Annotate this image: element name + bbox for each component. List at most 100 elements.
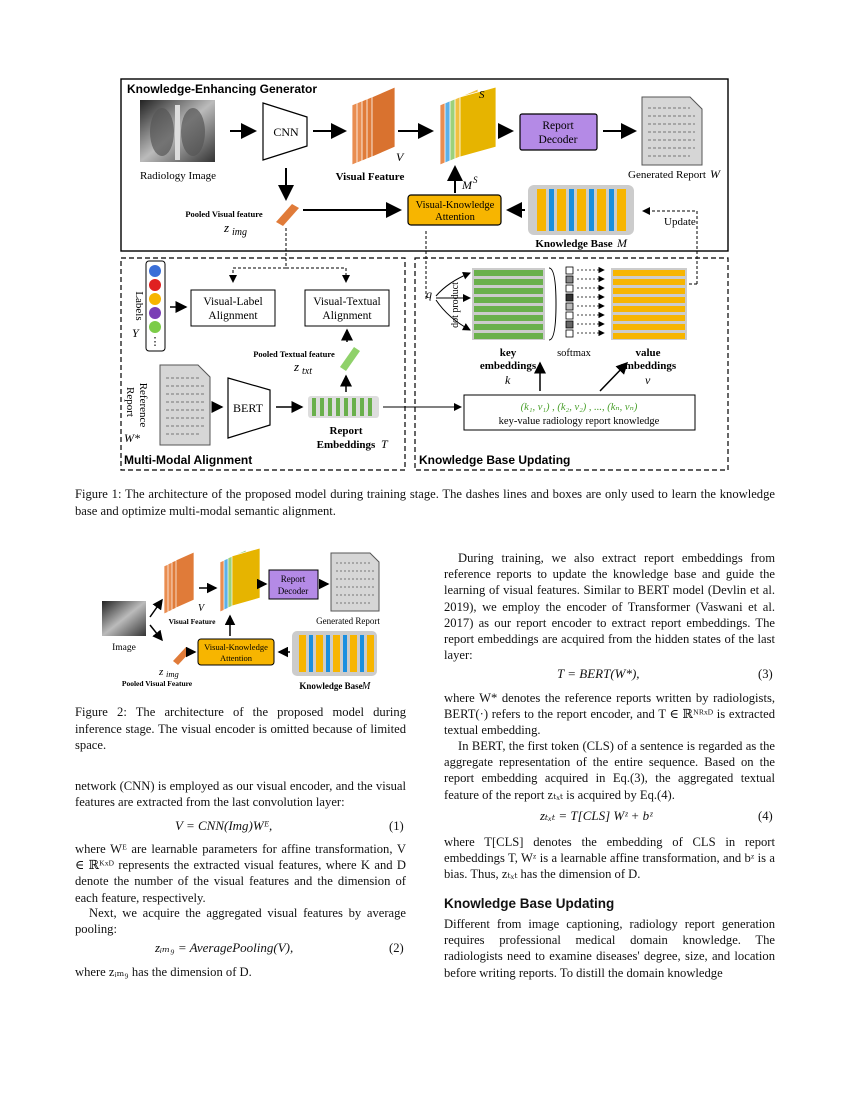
- svg-text:embeddings: embeddings: [480, 360, 537, 372]
- generated-report-doc: [641, 96, 703, 166]
- right-para-1: During training, we also extract report …: [444, 551, 775, 663]
- reference-report-doc: [159, 364, 211, 446]
- svg-text:img: img: [166, 669, 179, 679]
- svg-text:Pooled Visual feature: Pooled Visual feature: [185, 209, 263, 219]
- svg-text:softmax: softmax: [557, 348, 592, 359]
- svg-text:z: z: [293, 359, 299, 374]
- key-embeddings: [472, 268, 545, 340]
- left-para-3: Next, we acquire the aggregated visual f…: [75, 906, 406, 937]
- cnn-block: [262, 102, 308, 161]
- svg-text:Visual-Textual: Visual-Textual: [313, 296, 380, 308]
- value-embeddings: [611, 268, 687, 340]
- equation-2-number: (2): [389, 941, 404, 955]
- right-para-5: Different from image captioning, radiolo…: [444, 917, 775, 980]
- inference-pooled-visual: [173, 647, 191, 665]
- figure-2: Image V Visual Feature Report Decoder Ge…: [102, 547, 380, 692]
- svg-text:Visual-Label: Visual-Label: [203, 296, 262, 308]
- figure-2-caption: Figure 2: The architecture of the propos…: [75, 705, 406, 752]
- equation-3: T = BERT(W*),: [557, 666, 640, 681]
- svg-text:Labels: Labels: [133, 291, 145, 320]
- svg-text:Y: Y: [132, 326, 140, 340]
- equation-3-number: (3): [758, 667, 773, 681]
- svg-text:Update: Update: [664, 216, 696, 228]
- right-para-2: where W* denotes the reference reports w…: [444, 691, 775, 738]
- svg-text:Report: Report: [281, 574, 306, 584]
- svg-text:txt: txt: [302, 366, 312, 377]
- softmax-weights: [565, 266, 574, 338]
- equation-4-number: (4): [758, 809, 773, 823]
- svg-text:Attention: Attention: [220, 653, 253, 663]
- svg-text:Knowledge Base Updating: Knowledge Base Updating: [419, 453, 570, 467]
- equation-2: zᵢₘ₉ = AveragePooling(V),: [155, 940, 294, 955]
- svg-text:V: V: [396, 150, 405, 164]
- svg-text:k: k: [505, 373, 511, 387]
- panel-knowledge-generator: [120, 78, 729, 252]
- svg-text:W: W: [710, 167, 721, 181]
- left-para-1: network (CNN) is employed as our visual …: [75, 779, 406, 810]
- svg-text:S: S: [479, 89, 485, 101]
- left-para-2: where Wᴱ are learnable parameters for af…: [75, 842, 406, 905]
- svg-text:img: img: [232, 227, 247, 238]
- svg-text:q: q: [426, 287, 432, 301]
- svg-text:Visual-Knowledge: Visual-Knowledge: [416, 200, 495, 211]
- figure-1: Knowledge-Enhancing Generator Radiology …: [120, 78, 729, 471]
- svg-text:Pooled Visual Feature: Pooled Visual Feature: [122, 679, 193, 688]
- svg-text:W*: W*: [124, 431, 140, 445]
- visual-label-alignment: [190, 289, 276, 327]
- report-embeddings: [308, 396, 379, 418]
- svg-text:⋮: ⋮: [150, 336, 161, 348]
- bert-block: [227, 377, 271, 439]
- svg-text:embeddings: embeddings: [620, 360, 677, 372]
- pooled-textual-feature: [340, 347, 360, 371]
- visual-textual-alignment: [304, 289, 390, 327]
- svg-text:key: key: [500, 347, 517, 359]
- svg-text:V: V: [198, 603, 206, 614]
- inference-image: [102, 601, 146, 636]
- right-para-3: In BERT, the first token (CLS) of a sent…: [444, 739, 775, 802]
- inference-vk-attention: [197, 638, 275, 666]
- equation-1-number: (1): [389, 819, 404, 833]
- svg-text:Report: Report: [542, 120, 574, 132]
- svg-text:Alignment: Alignment: [208, 310, 258, 322]
- pooled-visual-feature: [276, 204, 299, 226]
- svg-text:Generated Report: Generated Report: [628, 169, 706, 181]
- svg-text:Pooled Textual feature: Pooled Textual feature: [253, 349, 335, 359]
- svg-text:Decoder: Decoder: [539, 134, 578, 146]
- inference-generated-report: [330, 552, 380, 612]
- svg-text:Attention: Attention: [435, 212, 475, 223]
- svg-text:z: z: [223, 220, 229, 235]
- svg-text:M: M: [461, 178, 473, 192]
- kv-knowledge-box: [463, 394, 696, 431]
- memory-feature-stack: [439, 86, 497, 166]
- inference-report-decoder: [268, 569, 319, 600]
- svg-text:Alignment: Alignment: [322, 310, 372, 322]
- svg-text:Generated Report: Generated Report: [316, 616, 380, 626]
- svg-text:Visual Feature: Visual Feature: [169, 617, 217, 626]
- svg-text:T: T: [381, 437, 389, 451]
- section-heading: Knowledge Base Updating: [444, 896, 615, 911]
- svg-text:Image: Image: [112, 643, 136, 653]
- svg-text:Report: Report: [330, 425, 363, 437]
- visual-knowledge-attention: [407, 194, 502, 226]
- svg-text:Radiology Image: Radiology Image: [140, 170, 216, 182]
- svg-text:BERT: BERT: [233, 401, 264, 415]
- visual-feature-stack: [351, 86, 396, 166]
- equation-4: zₜₓₜ = T[CLS] Wᶻ + bᶻ: [540, 808, 653, 823]
- right-para-4: where T[CLS] denotes the embedding of CL…: [444, 835, 775, 882]
- svg-text:Visual-Knowledge: Visual-Knowledge: [204, 642, 268, 652]
- svg-text:Report: Report: [124, 387, 136, 417]
- svg-text:z: z: [158, 666, 164, 678]
- svg-text:Decoder: Decoder: [278, 586, 308, 596]
- svg-text:M: M: [361, 681, 371, 692]
- svg-text:v: v: [645, 373, 651, 387]
- svg-text:Multi-Modal Alignment: Multi-Modal Alignment: [124, 453, 252, 467]
- svg-text:M: M: [616, 236, 628, 250]
- panel-title: Knowledge-Enhancing Generator: [127, 82, 317, 96]
- left-para-4: where zᵢₘ₉ has the dimension of D.: [75, 965, 252, 979]
- knowledge-base-top: [528, 185, 634, 235]
- panel-kb-updating: [414, 257, 729, 471]
- svg-text:CNN: CNN: [273, 125, 299, 139]
- inference-visual-feature-stack: [163, 551, 195, 615]
- report-decoder-block: [519, 113, 598, 151]
- svg-text:dot product: dot product: [450, 282, 461, 328]
